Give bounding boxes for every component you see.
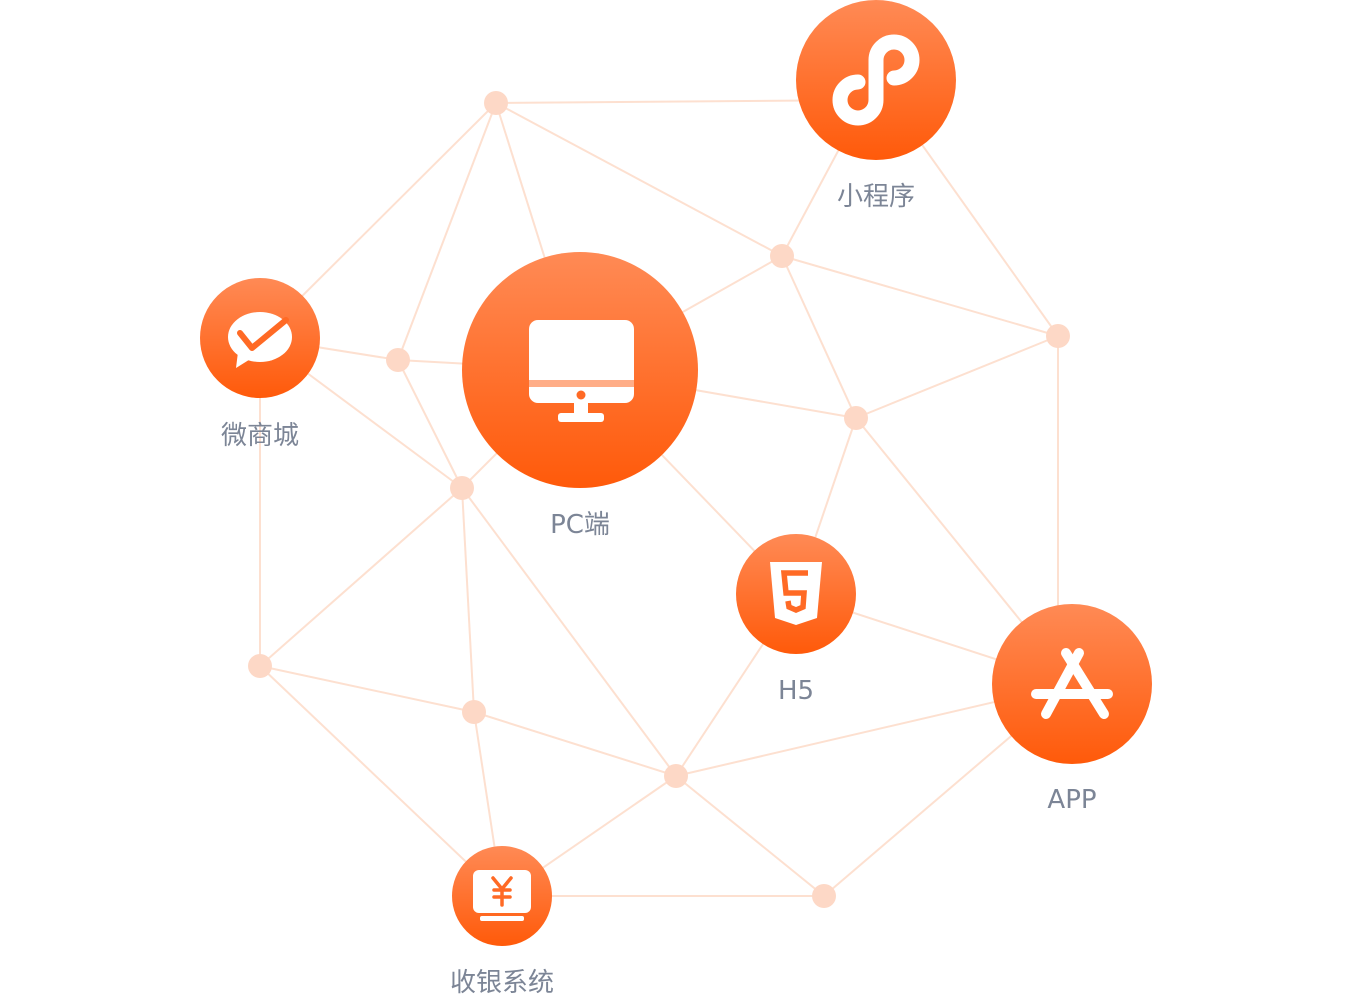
hub-wechat-mall-label: 微商城 [221, 421, 299, 451]
junction-dot [450, 476, 474, 500]
edge [675, 775, 825, 897]
junction-dot [770, 244, 794, 268]
hub-miniprogram[interactable]: 小程序 [796, 0, 956, 212]
junction-dot [812, 884, 836, 908]
edge [781, 255, 1059, 337]
junction-dot [664, 764, 688, 788]
hub-pc-label: PC端 [550, 510, 610, 540]
hub-app[interactable]: APP [992, 604, 1152, 815]
hub-h5[interactable]: H5 [736, 534, 856, 706]
hub-pc[interactable]: PC端 [462, 252, 698, 540]
html5-icon [770, 562, 822, 625]
junction-dot [484, 91, 508, 115]
junction-dot [1046, 324, 1070, 348]
edge [461, 487, 677, 777]
edge [495, 102, 783, 257]
monitor-icon [529, 320, 634, 422]
miniprogram-icon [832, 34, 920, 126]
junction-dot [248, 654, 272, 678]
hub-pos[interactable]: 收银系统 [450, 846, 554, 998]
edge [855, 335, 1059, 419]
edge [259, 487, 463, 667]
app-store-icon [1031, 648, 1113, 719]
hub-app-circle[interactable] [992, 604, 1152, 764]
edge [259, 665, 475, 713]
junction-dot [844, 406, 868, 430]
edge [397, 359, 463, 489]
hub-h5-label: H5 [778, 676, 814, 706]
hub-miniprogram-label: 小程序 [837, 182, 915, 212]
hub-wechat-mall[interactable]: 微商城 [200, 278, 320, 451]
edge [473, 711, 677, 777]
wechat-chat-icon [228, 312, 292, 368]
edge [259, 665, 503, 897]
junction-dot [462, 700, 486, 724]
edge [461, 487, 475, 713]
junction-dots [248, 91, 1070, 908]
junction-dot [386, 348, 410, 372]
hub-app-label: APP [1047, 785, 1096, 815]
hub-pos-label: 收银系统 [450, 968, 554, 998]
edge [397, 102, 497, 361]
cashier-yen-icon [473, 870, 531, 921]
edge [781, 255, 857, 419]
